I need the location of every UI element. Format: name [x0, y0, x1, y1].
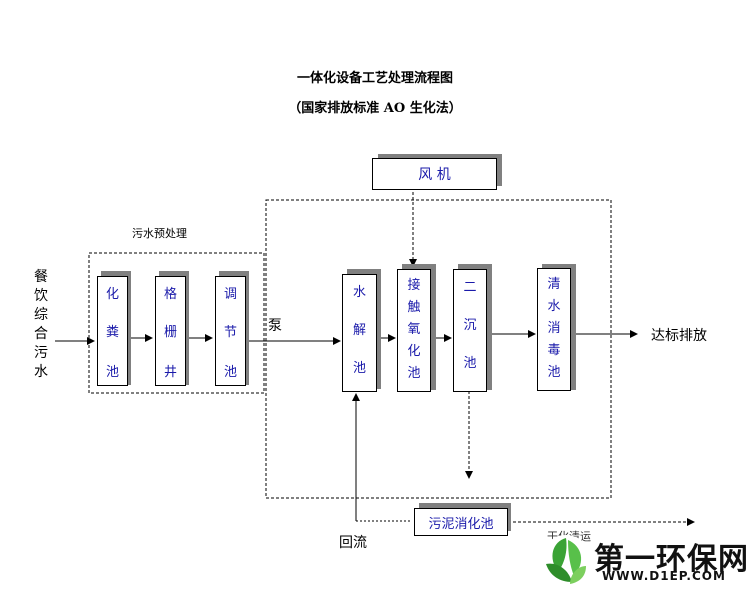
grille-well-box: 格 栅 井	[155, 276, 186, 386]
settling-char-1: 二	[463, 280, 477, 295]
pretreatment-label: 污水预处理	[132, 227, 187, 240]
leaf-logo-icon	[541, 535, 591, 585]
sludge-digestion-label: 污泥消化池	[428, 516, 494, 532]
hydrolysis-char-1: 水	[352, 285, 366, 300]
fan-box: 风 机	[372, 158, 497, 190]
settling-char-2: 沉	[463, 318, 477, 333]
settling-char-3: 池	[463, 356, 477, 371]
watermark-brand: 第一环保网	[594, 542, 749, 577]
grille-char-2: 栅	[163, 325, 177, 340]
disinfect-char-3: 消	[547, 321, 561, 336]
disinfect-char-2: 水	[547, 299, 561, 314]
process-frame	[265, 199, 612, 499]
disinfect-char-4: 毒	[547, 343, 561, 358]
septic-tank-box: 化 粪 池	[97, 276, 128, 386]
pretreatment-frame	[88, 252, 265, 394]
discharge-label: 达标排放	[651, 328, 707, 344]
regulate-char-1: 调	[223, 287, 237, 302]
disinfect-char-1: 清	[547, 277, 561, 292]
contact-char-5: 池	[407, 366, 421, 381]
disinfection-tank-box: 清 水 消 毒 池	[537, 268, 571, 391]
diagram-subtitle: （国家排放标准 AO 生化法）	[288, 101, 462, 116]
reflux-label: 回流	[339, 535, 367, 551]
hydrolysis-char-3: 池	[352, 361, 366, 376]
secondary-settling-tank-box: 二 沉 池	[453, 269, 487, 392]
regulating-tank-box: 调 节 池	[215, 276, 246, 386]
watermark-url: WWW.D1EP.COM	[602, 569, 726, 583]
hydrolysis-char-2: 解	[352, 323, 366, 338]
regulate-char-2: 节	[223, 325, 237, 340]
septic-char-1: 化	[105, 287, 119, 302]
diagram-title: 一体化设备工艺处理流程图	[296, 71, 453, 86]
inflow-label: 餐饮综合污水	[34, 269, 48, 380]
septic-char-2: 粪	[105, 325, 119, 340]
contact-char-1: 接	[407, 278, 421, 293]
disinfect-char-5: 池	[547, 365, 561, 380]
regulate-char-3: 池	[223, 365, 237, 380]
contact-char-4: 化	[407, 344, 421, 359]
hydrolysis-tank-box: 水 解 池	[342, 274, 377, 392]
contact-char-3: 氧	[407, 322, 421, 337]
fan-label: 风 机	[418, 167, 451, 183]
septic-char-3: 池	[105, 365, 119, 380]
grille-char-1: 格	[163, 287, 177, 302]
sludge-digestion-box: 污泥消化池	[414, 508, 508, 536]
contact-char-2: 触	[407, 300, 421, 315]
pump-label: 泵	[268, 318, 282, 334]
watermark: 第一环保网 WWW.D1EP.COM	[538, 530, 750, 589]
grille-char-3: 井	[163, 365, 177, 380]
contact-oxidation-tank-box: 接 触 氧 化 池	[397, 269, 431, 392]
